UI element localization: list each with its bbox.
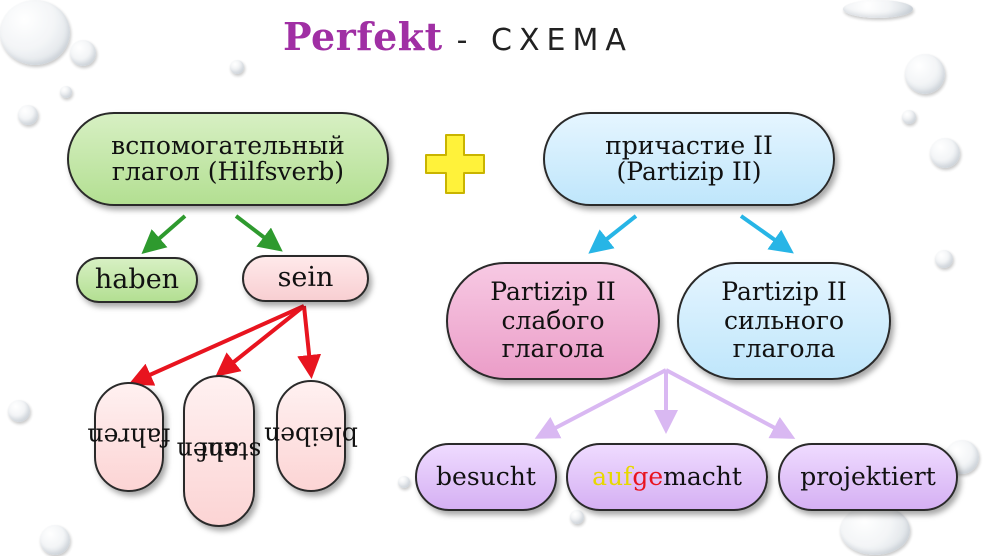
water-droplet — [902, 110, 916, 124]
water-droplet — [40, 525, 70, 555]
arrow-to-sein — [234, 214, 283, 252]
water-droplet — [8, 400, 30, 422]
water-droplet — [230, 60, 244, 74]
aufgemacht-label: aufgemacht — [592, 461, 742, 491]
auxiliary-verb-node: вспомогательный глагол (Hilfsverb) — [67, 112, 389, 206]
arrow-to-strong — [739, 214, 794, 254]
water-droplet — [398, 476, 410, 488]
water-droplet — [70, 40, 96, 66]
strong-participle-node: Partizip II сильного глагола — [677, 262, 891, 380]
water-droplet — [905, 54, 945, 94]
aufgemacht-node: aufgemacht — [566, 443, 768, 511]
arrow-to-fahren — [128, 304, 305, 386]
water-droplet — [60, 86, 72, 98]
projektiert-node: projektiert — [778, 443, 958, 511]
arrow-to-besucht — [534, 368, 667, 439]
sein-node: sein — [242, 255, 369, 302]
title-perfekt: Perfekt — [283, 14, 443, 59]
weak-participle-node: Partizip II слабого глагола — [446, 262, 660, 380]
water-droplet — [930, 138, 960, 168]
besucht-node: besucht — [415, 443, 557, 511]
page-title: Perfekt - СХЕМА — [283, 14, 633, 74]
arrow-to-bleiben — [297, 305, 322, 379]
plus-icon — [425, 134, 485, 194]
arrow-to-haben — [141, 214, 187, 254]
arrow-to-projektiert — [665, 368, 796, 439]
arrow-to-weak — [588, 214, 638, 254]
title-schema: - СХЕМА — [456, 23, 633, 58]
water-droplet — [935, 250, 953, 268]
water-droplet — [840, 505, 910, 555]
arrow-to-aufstehen — [215, 304, 306, 377]
water-droplet — [570, 510, 584, 524]
water-droplet — [0, 0, 70, 65]
water-droplet — [843, 0, 913, 18]
participle-node: причастие II (Partizip II) — [543, 112, 835, 206]
fahren-node: fahren — [87, 382, 171, 492]
bleiben-node: bleiben — [264, 380, 358, 492]
water-droplet — [18, 105, 38, 125]
haben-node: haben — [76, 257, 198, 303]
